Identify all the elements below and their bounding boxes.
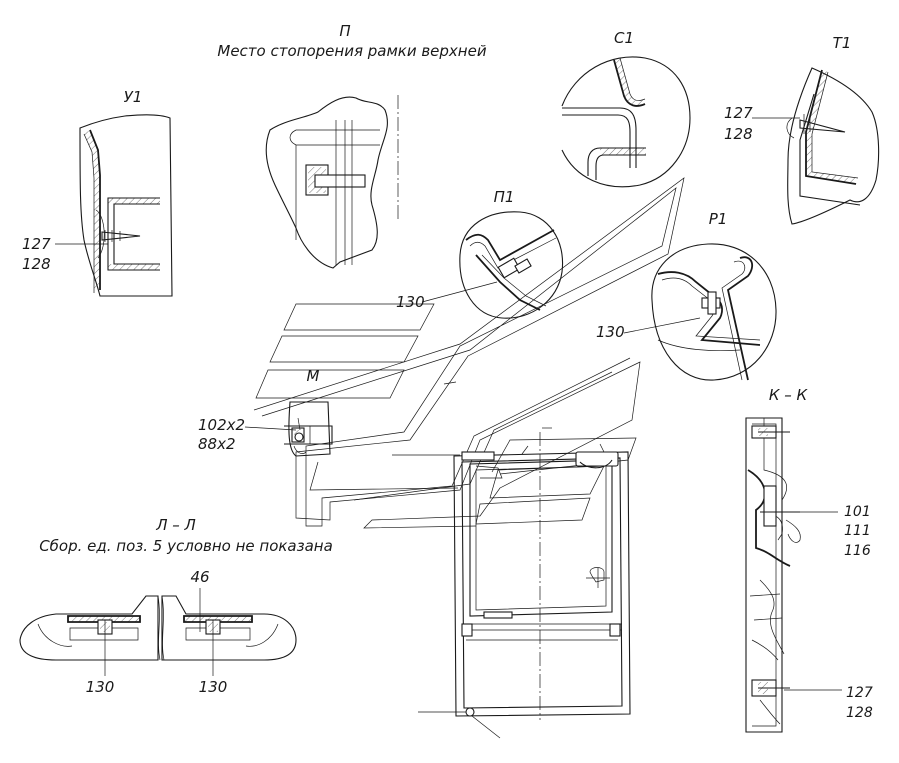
view-kk: К – К 101 111 116 127 128	[745, 386, 873, 733]
view-t1-callout-b: 128	[724, 125, 753, 143]
view-t1-title: Т1	[833, 34, 852, 52]
view-m-callout-b: 88x2	[198, 435, 236, 453]
view-p1: П1 130	[396, 188, 564, 319]
view-p-subtitle: Место стопорения рамки верхней	[217, 42, 486, 60]
view-kk-callout-top-a: 101	[844, 504, 871, 520]
view-p1-callout: 130	[396, 293, 425, 311]
view-s1: С1	[561, 29, 691, 188]
view-kk-callout-bot-b: 128	[846, 705, 873, 721]
view-u1-callout-a: 127	[22, 235, 51, 253]
view-m-title: М	[307, 367, 320, 385]
view-r1: Р1 130	[596, 210, 777, 381]
view-u1: У1 127 128	[22, 88, 173, 297]
view-u1-callout-b: 128	[22, 255, 51, 273]
view-kk-callout-top-c: 116	[844, 543, 871, 559]
view-ll-callout-left: 130	[86, 678, 115, 696]
view-p-title: П	[339, 22, 350, 40]
view-u1-title: У1	[124, 88, 143, 106]
view-s1-circle	[561, 56, 691, 188]
view-u1-breakout	[79, 114, 173, 297]
view-s1-title: С1	[614, 29, 634, 47]
view-ll-subtitle: Сбор. ед. поз. 5 условно не показана	[39, 537, 333, 555]
view-t1-callout-a: 127	[724, 104, 753, 122]
main-front-view	[392, 427, 631, 739]
view-m: М 102x2 88x2	[198, 367, 333, 457]
view-p: П Место стопорения рамки верхней	[217, 22, 487, 269]
view-p1-circle	[459, 211, 564, 319]
view-p1-title: П1	[494, 188, 515, 206]
view-ll-profile	[19, 595, 159, 661]
view-r1-title: Р1	[709, 210, 728, 228]
view-r1-circle	[651, 243, 777, 381]
view-p-breakout	[265, 96, 388, 269]
view-t1-breakout	[787, 67, 880, 225]
view-ll: Л – Л Сбор. ед. поз. 5 условно не показа…	[19, 516, 333, 696]
view-ll-callout-right: 130	[199, 678, 228, 696]
view-ll-title: Л – Л	[155, 516, 196, 534]
view-ll-callout-top: 46	[190, 568, 209, 586]
view-kk-callout-bot-a: 127	[846, 685, 873, 701]
view-r1-callout: 130	[596, 323, 625, 341]
view-kk-title: К – К	[769, 386, 809, 404]
view-m-callout-a: 102x2	[198, 416, 245, 434]
view-t1: Т1 127 128	[724, 34, 880, 225]
view-kk-callout-top-b: 111	[844, 523, 871, 539]
